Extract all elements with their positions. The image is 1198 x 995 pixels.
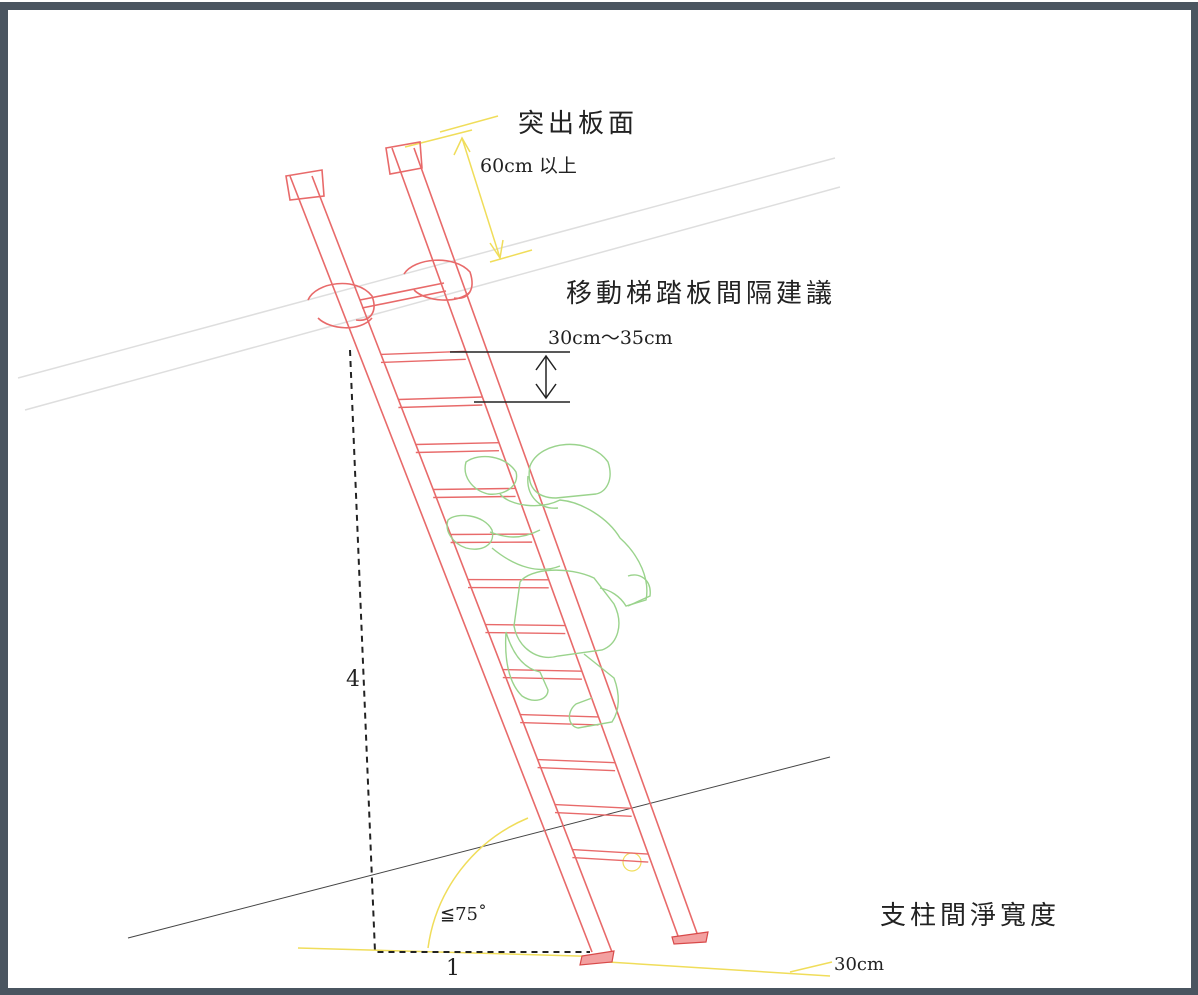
rail-width-value: 30cm <box>834 954 884 975</box>
ladder-right-foot <box>671 931 709 945</box>
width-dimension-arrow <box>789 961 833 973</box>
ladder-top-hooks <box>307 259 473 329</box>
ladder-rung <box>415 442 499 446</box>
ratio-vertical-label: 4 <box>346 667 360 692</box>
ratio-horizontal-label: 1 <box>446 956 460 981</box>
ladder-rung <box>537 758 616 764</box>
ladder-rung <box>433 487 516 491</box>
angle-arc <box>427 817 529 949</box>
ladder-rung <box>520 721 599 726</box>
ladder-rung <box>415 450 499 454</box>
ladder-rung <box>572 856 649 863</box>
rail-width-title: 支柱間淨寬度 <box>880 901 1060 931</box>
ladder-rung <box>485 623 566 627</box>
ladder-left-foot <box>579 950 615 966</box>
ladder-rung <box>554 811 632 818</box>
ladder-rung <box>554 803 632 810</box>
ladder-rung <box>502 668 582 672</box>
width-dimension-line <box>607 961 831 977</box>
ladder-rung <box>398 396 483 401</box>
rung-spacing-title: 移動梯踏板間隔建議 <box>566 279 836 309</box>
ladder-right-rail <box>385 141 699 937</box>
ladder-rung <box>485 631 566 635</box>
ladder-rung <box>520 713 599 718</box>
ladder-rung <box>380 358 466 364</box>
ladder-rung <box>398 404 483 409</box>
protrusion-title: 突出板面 <box>518 109 638 139</box>
worker-figure <box>446 443 651 729</box>
protrusion-value: 60cm 以上 <box>480 155 577 177</box>
ground-line <box>127 756 831 939</box>
angle-label: ≦75˚ <box>440 903 487 925</box>
ladder-rung <box>572 848 649 855</box>
rung-spacing-value: 30cm～35cm <box>548 327 673 349</box>
ladder-rung <box>537 766 616 772</box>
protrusion-dimension <box>404 115 533 263</box>
rung-spacing-dimension <box>450 351 570 403</box>
slope-ratio-guide <box>349 349 590 953</box>
ladder-rungs <box>380 350 649 863</box>
ladder-left-rail <box>285 169 613 953</box>
